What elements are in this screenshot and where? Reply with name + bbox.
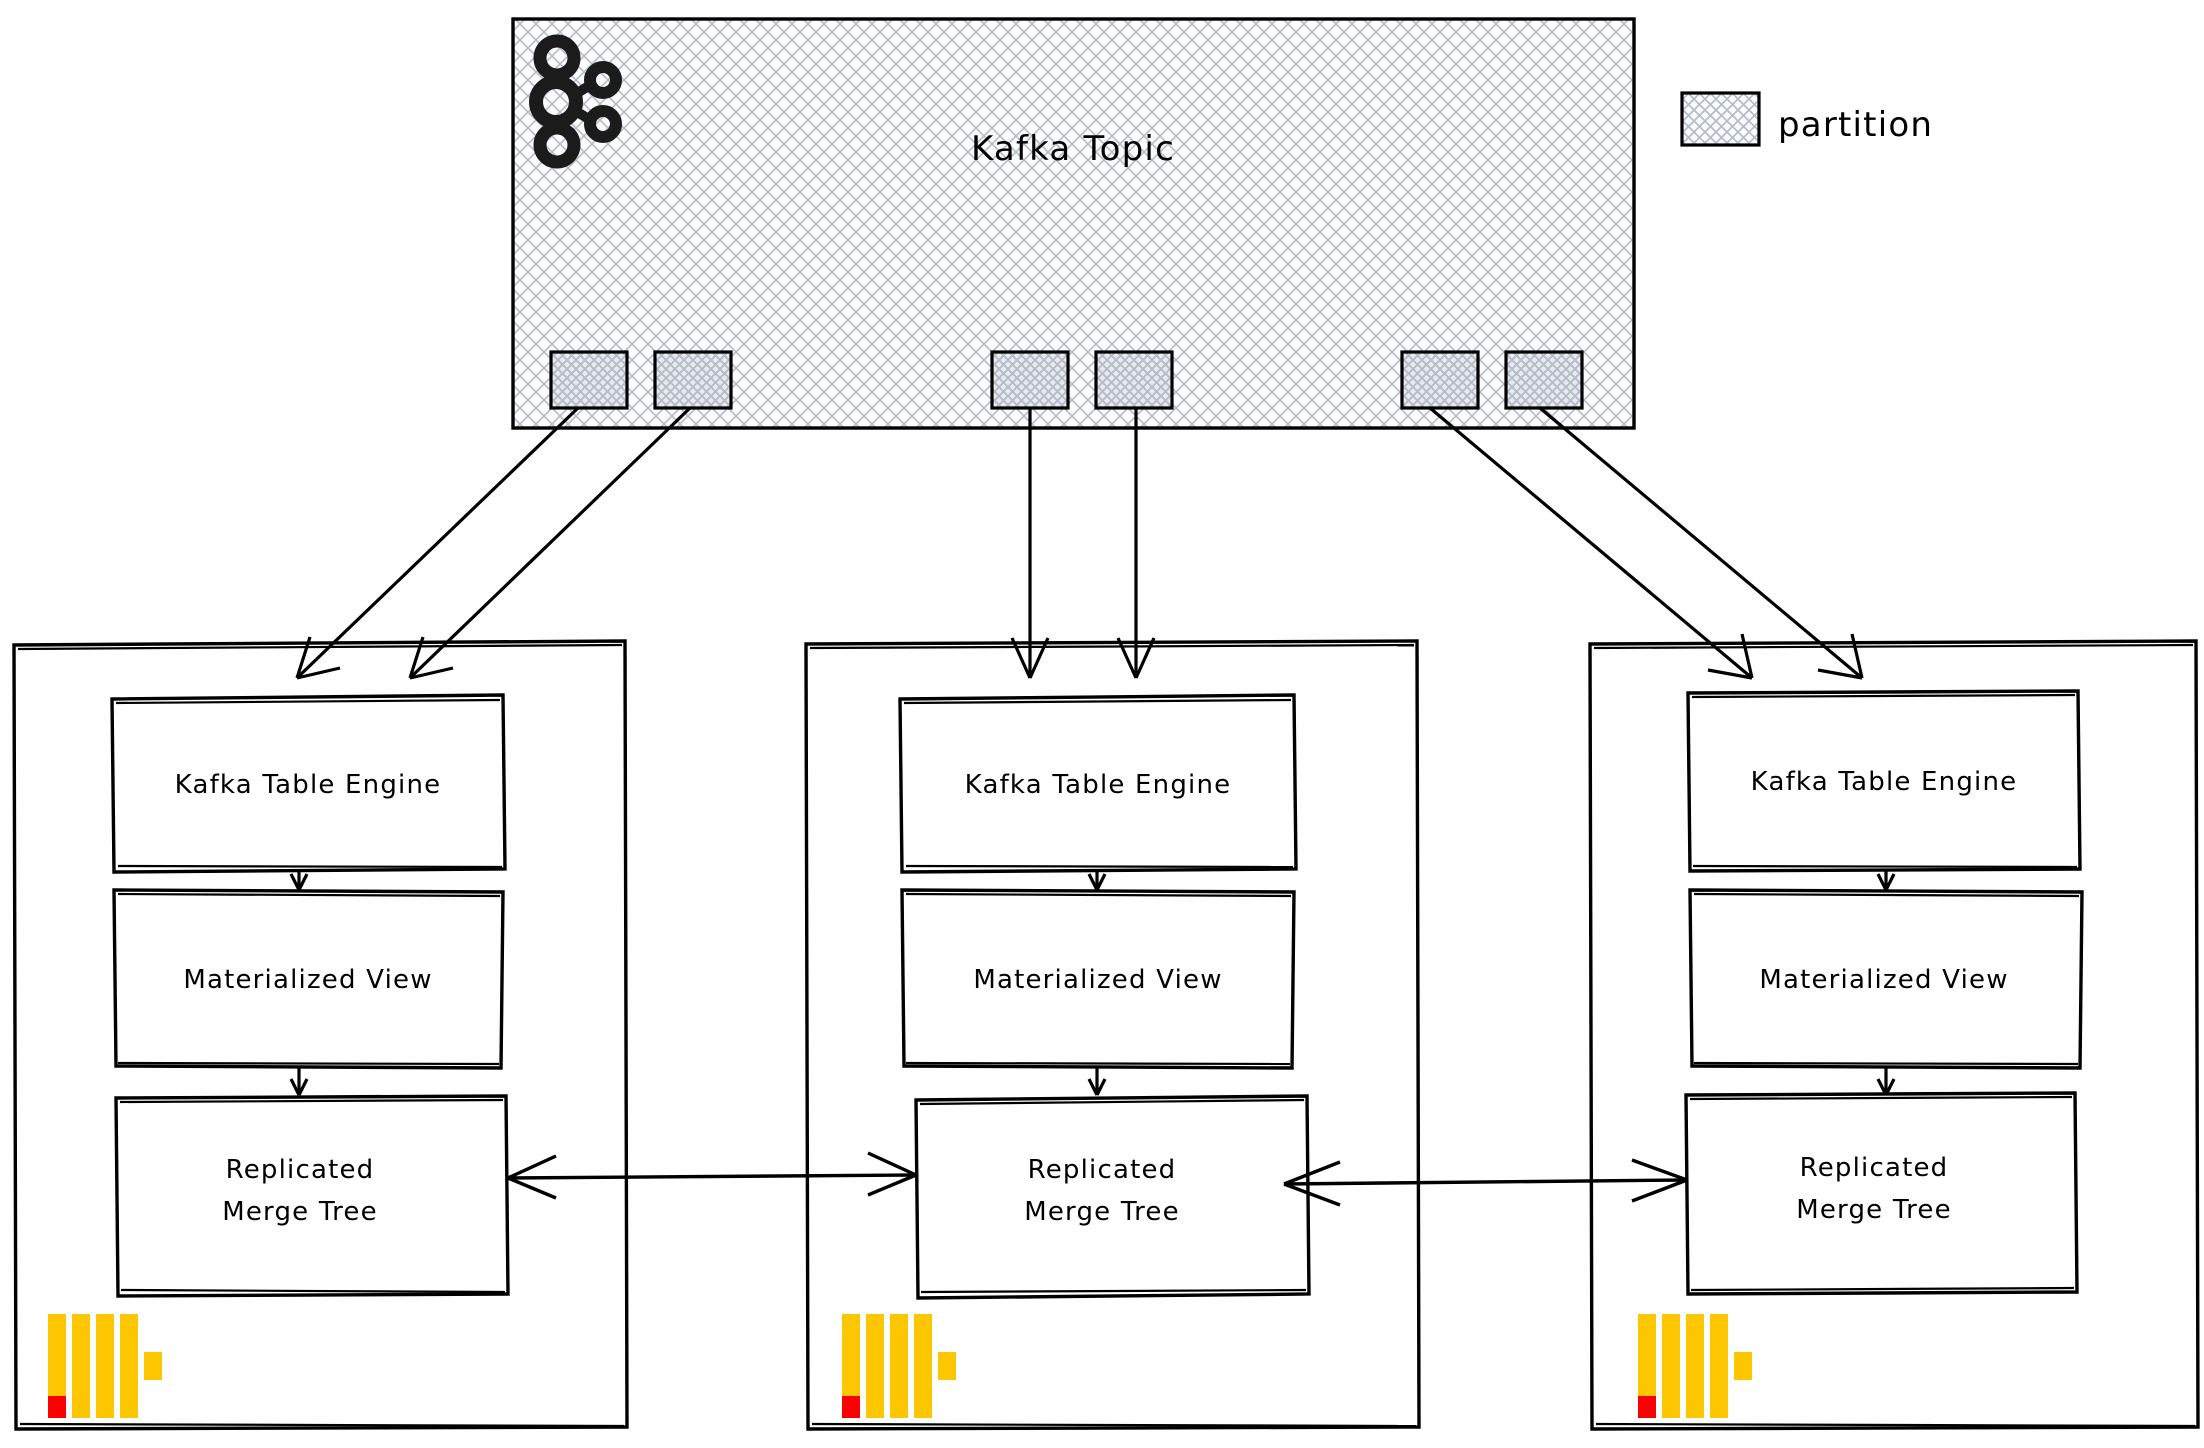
partition-chip[interactable] (549, 350, 629, 410)
clickhouse-node-3[interactable]: Kafka Table Engine Materialized View (1588, 639, 2200, 1431)
flow-arrow (1428, 406, 1754, 680)
replicated-merge-tree-node[interactable]: Replicated Merge Tree (914, 1094, 1311, 1300)
flow-arrow (289, 872, 309, 891)
topic-to-cluster-arrows (295, 406, 1864, 680)
clickhouse-logo-icon (48, 1314, 162, 1418)
node-label-line1: Replicated (1028, 1155, 1177, 1185)
cluster-border (12, 639, 629, 1431)
materialized-view-node[interactable]: Materialized View (112, 888, 505, 1070)
clickhouse-logo-icon (1638, 1314, 1752, 1418)
clickhouse-logo-icon (842, 1314, 956, 1418)
partition-chip[interactable] (1504, 350, 1584, 410)
partition-chip[interactable] (653, 350, 733, 410)
partition-chip[interactable] (1094, 350, 1174, 410)
partition-chip[interactable] (1400, 350, 1480, 410)
flow-arrow (295, 406, 580, 680)
flow-arrow (1876, 871, 1896, 891)
replication-link-1-2 (507, 1151, 917, 1200)
node-label: Kafka Table Engine (1751, 767, 2018, 797)
legend-label: partition (1778, 105, 1933, 145)
replicated-merge-tree-node[interactable]: Replicated Merge Tree (1684, 1091, 2079, 1296)
kafka-table-engine-node[interactable]: Kafka Table Engine (898, 693, 1298, 874)
kafka-table-engine-node[interactable]: Kafka Table Engine (110, 693, 507, 874)
clickhouse-node-2[interactable]: Kafka Table Engine Materialized View (804, 639, 1421, 1431)
node-label: Materialized View (1759, 965, 2008, 995)
node-label: Kafka Table Engine (175, 770, 442, 800)
flow-arrow (408, 406, 692, 680)
clickhouse-node-1[interactable]: Kafka Table Engine Materialized View (12, 639, 629, 1431)
node-label-line2: Merge Tree (1024, 1197, 1180, 1227)
flow-arrow (1087, 872, 1107, 891)
node-label: Kafka Table Engine (965, 770, 1232, 800)
materialized-view-node[interactable]: Materialized View (900, 888, 1296, 1070)
flow-arrow (289, 1068, 309, 1096)
node-label-line1: Replicated (226, 1155, 375, 1185)
cluster-border (804, 639, 1421, 1431)
node-label: Materialized View (183, 965, 432, 995)
node-label-line1: Replicated (1800, 1153, 1949, 1183)
kafka-topic-label: Kafka Topic (971, 129, 1175, 169)
kafka-table-engine-node[interactable]: Kafka Table Engine (1686, 689, 2082, 873)
flow-arrow (1876, 1068, 1896, 1096)
flow-arrow (1087, 1068, 1107, 1096)
cluster-border (1588, 639, 2200, 1431)
replication-link-2-3 (1283, 1158, 1688, 1207)
node-label-line2: Merge Tree (1796, 1195, 1952, 1225)
replicated-merge-tree-node[interactable]: Replicated Merge Tree (114, 1094, 510, 1298)
kafka-logo-icon (529, 34, 622, 169)
partition-chip[interactable] (990, 350, 1070, 410)
materialized-view-node[interactable]: Materialized View (1688, 888, 2084, 1070)
node-label: Materialized View (973, 965, 1222, 995)
legend: partition (1680, 91, 1933, 147)
flow-arrow (1538, 406, 1864, 680)
partition-chip-group (549, 350, 1584, 410)
crosshatch-swatch-icon (1680, 91, 1761, 147)
node-label-line2: Merge Tree (222, 1197, 378, 1227)
